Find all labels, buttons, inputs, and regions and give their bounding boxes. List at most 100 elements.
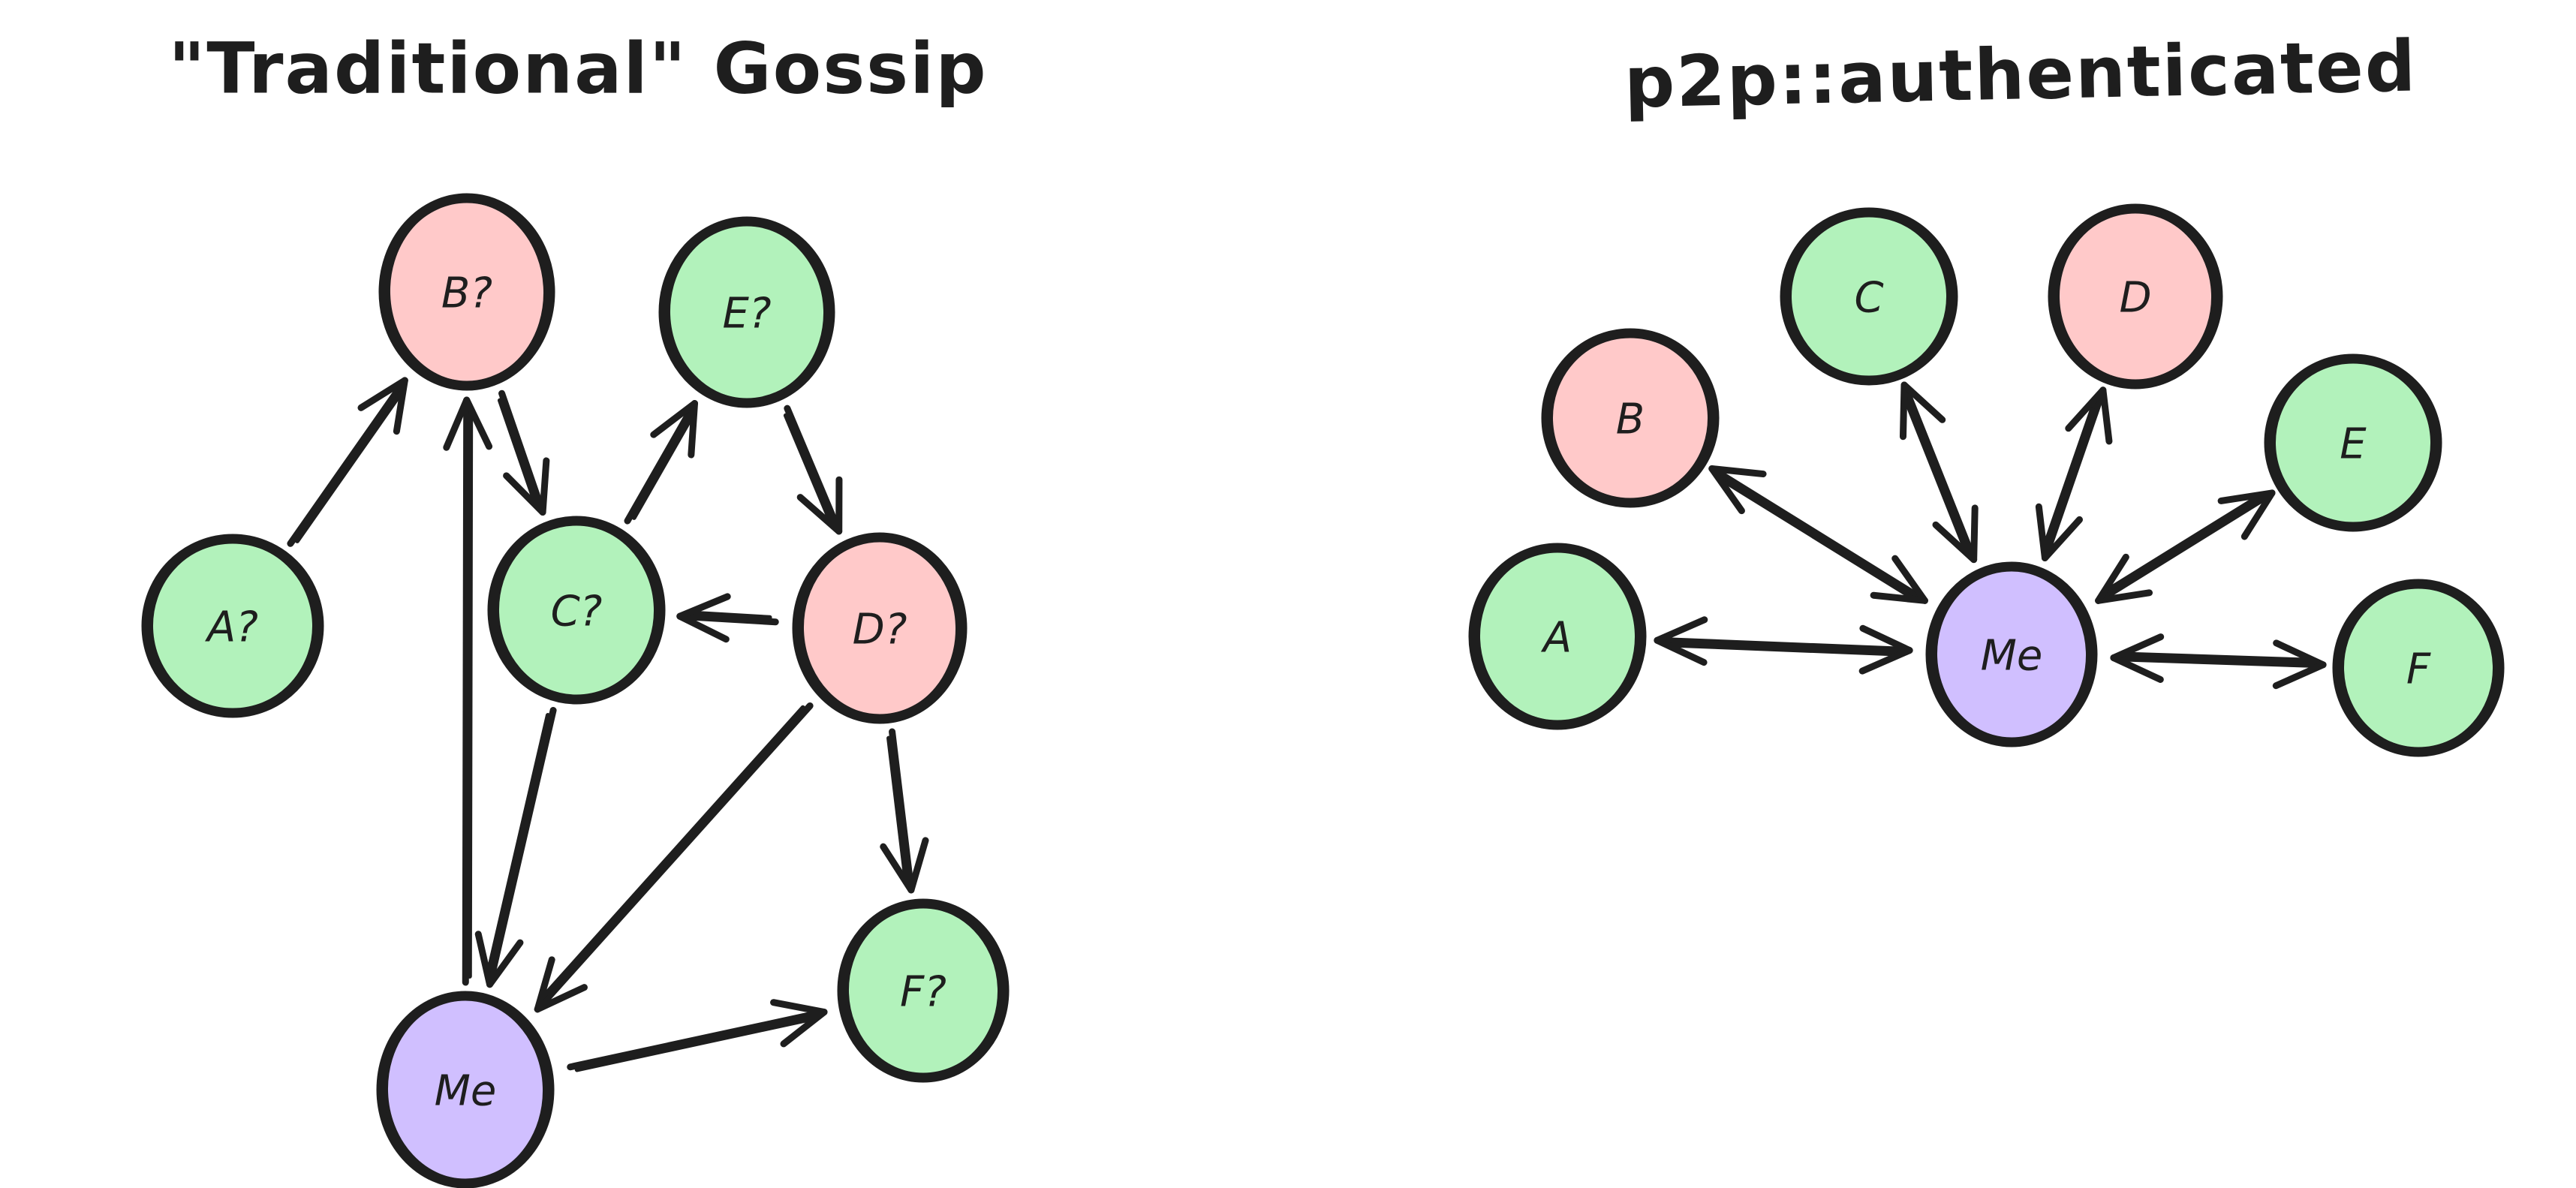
edge-C-E [624, 400, 699, 525]
arrowhead [2035, 503, 2048, 561]
arrow-line [486, 706, 557, 986]
arrow-line [498, 389, 546, 514]
arrow-line [2042, 389, 2106, 560]
edge-A-B [287, 377, 408, 547]
node-label: F [2406, 645, 2431, 694]
arrow-line [567, 1009, 826, 1071]
arrowhead [907, 837, 929, 894]
node-label: C [1854, 274, 1883, 323]
arrowhead [780, 1009, 828, 1048]
node-shape-sketch [383, 996, 548, 1183]
arrow-line-sketch [886, 735, 908, 883]
edge-E-Me [2095, 489, 2276, 604]
arrow-line-sketch [783, 413, 834, 527]
node-shape [1925, 561, 2098, 747]
arrow-line [624, 402, 697, 525]
node-label: D? [853, 606, 907, 654]
node-label: A [1541, 614, 1572, 663]
arrow-line-sketch [631, 411, 696, 520]
edge-D-F [880, 728, 929, 894]
arrow-line [287, 378, 408, 547]
node-p2p-authenticated-F: F [2332, 579, 2505, 757]
edge-D-Me [534, 702, 814, 1013]
arrowhead [2041, 516, 2084, 561]
node-shape-sketch [148, 539, 317, 713]
node-p2p-authenticated-B: B [1541, 328, 1720, 508]
edge-B-C [497, 389, 550, 516]
arrow-line-sketch [467, 408, 474, 979]
node-traditional-gossip-D: D? [792, 532, 968, 724]
node-shape-sketch [1548, 333, 1713, 503]
edge-D-C [676, 593, 779, 643]
arrow-line-sketch [574, 1015, 818, 1072]
node-traditional-gossip-B: B? [378, 193, 555, 391]
arrowhead [1859, 624, 1913, 654]
arrowhead [503, 472, 546, 516]
arrowhead [1708, 465, 1767, 478]
node-shape [141, 534, 324, 718]
node-label: Me [435, 1067, 497, 1116]
edge-Me-B [443, 396, 493, 986]
node-label: B? [441, 269, 492, 318]
node-shape-sketch [1786, 212, 1952, 380]
arrowhead [486, 939, 524, 988]
node-shape [2264, 353, 2442, 532]
node-shape [1780, 207, 1958, 386]
edge-E-D [783, 405, 843, 535]
arrow-line [784, 405, 842, 533]
arrow-line [679, 612, 779, 626]
arrow-line [2096, 490, 2274, 603]
arrowhead [2095, 553, 2129, 604]
node-shape-sketch [1932, 567, 2091, 742]
edge-F-Me [2110, 633, 2327, 690]
arrowhead [1654, 616, 1708, 644]
arrowhead [463, 396, 493, 450]
node-shape [658, 216, 835, 408]
node-shape [792, 532, 968, 724]
node-shape-sketch [799, 537, 961, 719]
node-traditional-gossip-Me: Me [376, 991, 555, 1188]
arrowhead [1870, 591, 1928, 604]
node-shape-sketch [2339, 584, 2498, 752]
node-shape [487, 516, 666, 705]
node-label: D [2119, 274, 2151, 323]
node-shape [2048, 203, 2223, 389]
arrowhead [1654, 636, 1708, 666]
arrowhead [676, 593, 731, 620]
node-label: A? [205, 603, 258, 652]
node-shape-sketch [1475, 548, 1640, 725]
arrow-line-sketch [486, 713, 550, 976]
arrowhead [1900, 381, 1946, 423]
arrowhead [534, 984, 588, 1013]
arrowhead [357, 377, 408, 411]
node-p2p-authenticated-A: A [1468, 543, 1647, 730]
arrow-line-sketch [538, 705, 805, 1002]
arrow-line [889, 728, 915, 892]
arrow-line-sketch [497, 398, 538, 507]
edge-B-Me [1708, 465, 1928, 604]
node-traditional-gossip-F: F? [837, 898, 1010, 1083]
arrow-line-sketch [2121, 651, 2318, 663]
arrow-line-sketch [1900, 392, 1969, 555]
node-traditional-gossip-C: C? [487, 516, 666, 705]
arrow-line [462, 399, 471, 986]
node-shape-sketch [494, 521, 659, 699]
arrowhead [2099, 386, 2113, 445]
arrow-line [1901, 383, 1977, 561]
arrow-line-sketch [1714, 474, 1917, 602]
node-shape [837, 898, 1010, 1083]
arrowhead [2110, 654, 2164, 683]
arrowhead [1708, 465, 1745, 515]
arrowhead [539, 457, 550, 516]
node-p2p-authenticated-D: D [2048, 203, 2223, 389]
edge-C-Me [1899, 381, 1979, 564]
node-p2p-authenticated-C: C [1780, 207, 1958, 386]
arrowhead [2272, 661, 2327, 690]
arrowhead [676, 612, 730, 643]
arrowhead [2110, 633, 2165, 662]
node-shape-sketch [385, 198, 549, 386]
node-shape [2332, 579, 2505, 757]
arrowhead [443, 396, 471, 451]
